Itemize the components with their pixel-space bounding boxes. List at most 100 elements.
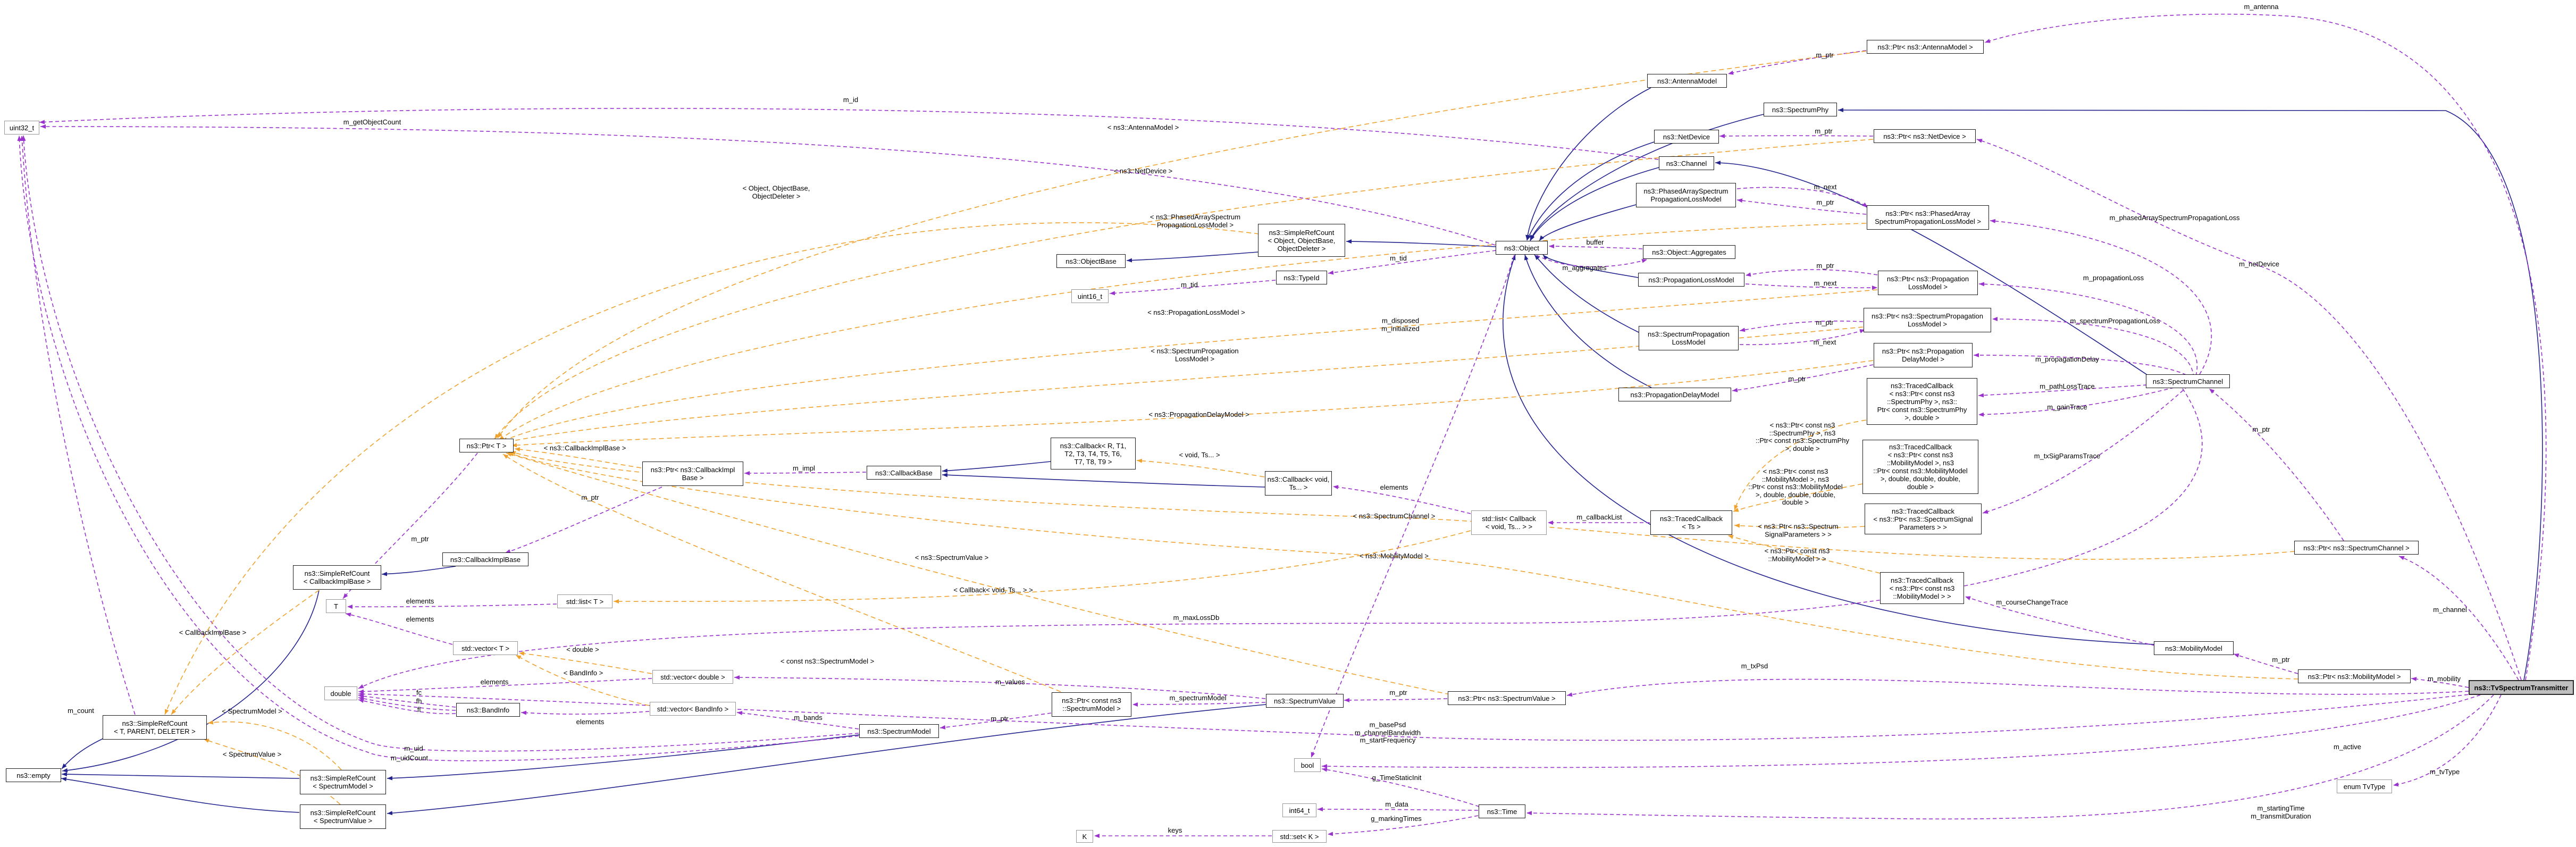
node-mobility-model[interactable]: ns3::MobilityModel: [2154, 641, 2234, 655]
node-src-spectrum-value[interactable]: ns3::SimpleRefCount < SpectrumValue >: [300, 804, 386, 829]
edge-usage-object-to-bool: [1311, 255, 1515, 758]
node-list-t[interactable]: std::list< T >: [557, 594, 612, 608]
edge-usage-spectrum-model-to-uint32-t: [17, 135, 859, 761]
node-list-callback[interactable]: std::list< Callback < void, Ts... > >: [1471, 510, 1547, 535]
edge-usage-phased-array-splm-to-ptr-phased-array-splm: [1736, 187, 1868, 208]
edge-usage-spectrum-channel-to-tc-path-loss: [1978, 384, 2187, 417]
node-callback-void[interactable]: ns3::Callback< void, Ts... >: [1265, 471, 1332, 496]
edge-usage-ptr-antenna-model-to-antenna-model: [1727, 50, 1867, 75]
edge-inherit-phased-array-splm-to-object: [1539, 204, 1637, 241]
node-ptr-mobility-model[interactable]: ns3::Ptr< ns3::MobilityModel >: [2298, 669, 2411, 683]
node-spectrum-channel[interactable]: ns3::SpectrumChannel: [2146, 374, 2230, 388]
node-tv-type[interactable]: enum TvType: [2337, 779, 2392, 793]
edge-inherit-propagation-loss-model-to-object: [1542, 254, 1639, 278]
edge-template-callback-void-to-callback-r: [1136, 458, 1265, 477]
node-src-spectrum-model[interactable]: ns3::SimpleRefCount < SpectrumModel >: [300, 770, 386, 794]
node-ns3-empty[interactable]: ns3::empty: [6, 768, 61, 782]
node-ptr-net-device[interactable]: ns3::Ptr< ns3::NetDevice >: [1874, 129, 1976, 143]
edge-template-src-callback-impl-base-to-src-generic: [171, 590, 320, 715]
node-spectrum-propagation-loss-model[interactable]: ns3::SpectrumPropagation LossModel: [1639, 326, 1739, 350]
node-propagation-delay-model[interactable]: ns3::PropagationDelayModel: [1618, 388, 1731, 401]
node-net-device[interactable]: ns3::NetDevice: [1654, 130, 1719, 144]
node-ptr-phased-array-splm[interactable]: ns3::Ptr< ns3::PhasedArray SpectrumPropa…: [1867, 205, 1989, 230]
node-vector-band-info[interactable]: std::vector< BandInfo >: [650, 702, 736, 716]
node-int64-t[interactable]: int64_t: [1282, 803, 1316, 817]
node-aggregates[interactable]: ns3::Object::Aggregates: [1643, 245, 1735, 259]
edge-usage-time-to-bool: [1321, 767, 1480, 807]
edge-template-ptr-net-device-to-ptr-t: [494, 139, 1874, 440]
edge-template-ptr-spectrum-value-to-ptr-t: [506, 452, 1450, 695]
edge-inherit-propagation-delay-model-to-object: [1524, 254, 1652, 388]
node-ptr-propagation-delay-model[interactable]: ns3::Ptr< ns3::Propagation DelayModel >: [1874, 343, 1973, 367]
node-src-callback-impl-base[interactable]: ns3::SimpleRefCount < CallbackImplBase >: [293, 565, 381, 590]
node-set-k[interactable]: std::set< K >: [1272, 830, 1327, 843]
node-tc-path-loss[interactable]: ns3::TracedCallback < ns3::Ptr< const ns…: [1867, 378, 1977, 425]
node-uint16-t[interactable]: uint16_t: [1071, 289, 1109, 303]
edge-usage-vector-band-info-to-band-info: [521, 710, 650, 715]
node-type-id[interactable]: ns3::TypeId: [1276, 271, 1327, 284]
edge-inherit-callback-void-to-callback-base: [942, 473, 1265, 488]
edge-usage-callback-base-to-ptr-callback-impl-base: [744, 471, 867, 475]
node-traced-callback-ts[interactable]: ns3::TracedCallback < Ts >: [1650, 510, 1732, 535]
edge-usage-spectrum-propagation-loss-model-to-ptr-spectrum-propagation-loss-model: [1739, 329, 1866, 345]
node-spectrum-model[interactable]: ns3::SpectrumModel: [859, 724, 939, 738]
edge-template-src-spectrum-model-to-src-generic: [207, 720, 342, 770]
edge-template-ptr-propagation-delay-model-to-ptr-t: [511, 360, 1874, 448]
edge-usage-mobility-model-to-tc-course-change: [1965, 596, 2155, 646]
edge-usage-object-to-uint32-t: [40, 124, 1496, 246]
node-channel[interactable]: ns3::Channel: [1659, 156, 1714, 170]
node-src-object[interactable]: ns3::SimpleRefCount < Object, ObjectBase…: [1258, 224, 1345, 257]
node-t-param[interactable]: T: [326, 599, 346, 613]
edge-usage-spectrum-channel-to-tc-sig-params: [1982, 385, 2188, 514]
edge-usage-ptr-mobility-model-to-mobility-model: [2233, 653, 2298, 674]
node-vector-double[interactable]: std::vector< double >: [652, 670, 733, 684]
node-callback-base[interactable]: ns3::CallbackBase: [867, 466, 941, 480]
node-vector-t[interactable]: std::vector< T >: [453, 641, 518, 655]
node-callback-impl-base[interactable]: ns3::CallbackImplBase: [442, 552, 528, 566]
node-tv-spectrum-transmitter[interactable]: ns3::TvSpectrumTransmitter: [2469, 680, 2574, 695]
edge-usage-vector-t-to-t-param: [345, 613, 453, 645]
edge-usage-list-t-to-t-param: [347, 603, 557, 609]
node-ptr-spectrum-value[interactable]: ns3::Ptr< ns3::SpectrumValue >: [1448, 691, 1566, 705]
node-ptr-propagation-loss-model[interactable]: ns3::Ptr< ns3::Propagation LossModel >: [1878, 271, 1978, 295]
edge-usage-spectrum-model-to-uint32-t: [21, 135, 859, 752]
node-antenna-model[interactable]: ns3::AntennaModel: [1647, 74, 1727, 88]
edge-usage-tv-spectrum-transmitter-to-ptr-net-device: [1976, 139, 2522, 681]
node-src-generic[interactable]: ns3::SimpleRefCount < T, PARENT, DELETER…: [103, 715, 207, 740]
node-double[interactable]: double: [324, 686, 357, 700]
node-band-info[interactable]: ns3::BandInfo: [456, 703, 520, 717]
node-tc-course-change[interactable]: ns3::TracedCallback < ns3::Ptr< const ns…: [1880, 572, 1964, 604]
node-object[interactable]: ns3::Object: [1496, 241, 1548, 255]
edge-usage-tv-spectrum-transmitter-to-ptr-spectrum-value: [1566, 678, 2469, 697]
node-ptr-const-spectrum-model[interactable]: ns3::Ptr< const ns3 ::SpectrumModel >: [1052, 692, 1131, 717]
node-ptr-t[interactable]: ns3::Ptr< T >: [459, 439, 514, 452]
edge-usage-object-to-aggregates: [1536, 255, 1648, 267]
node-spectrum-phy[interactable]: ns3::SpectrumPhy: [1764, 103, 1837, 116]
node-ptr-callback-impl-base[interactable]: ns3::Ptr< ns3::CallbackImpl Base >: [642, 462, 743, 486]
node-ptr-spectrum-propagation-loss-model[interactable]: ns3::Ptr< ns3::SpectrumPropagation LossM…: [1864, 308, 1991, 332]
edge-template-ptr-spectrum-propagation-loss-model-to-ptr-t: [505, 326, 1864, 443]
node-tc-sig-params[interactable]: ns3::TracedCallback < ns3::Ptr< ns3::Spe…: [1865, 504, 1982, 534]
node-k-param[interactable]: K: [1076, 830, 1093, 843]
node-phased-array-splm[interactable]: ns3::PhasedArraySpectrum PropagationLoss…: [1636, 183, 1736, 207]
node-propagation-loss-model[interactable]: ns3::PropagationLossModel: [1638, 273, 1744, 287]
node-bool[interactable]: bool: [1294, 758, 1321, 772]
node-spectrum-value[interactable]: ns3::SpectrumValue: [1266, 694, 1344, 708]
edge-inherit-src-spectrum-value-to-ns3-empty: [61, 777, 300, 813]
edge-template-vector-double-to-vector-t: [518, 651, 652, 674]
node-object-base[interactable]: ns3::ObjectBase: [1056, 254, 1126, 268]
node-time[interactable]: ns3::Time: [1479, 804, 1525, 818]
edge-usage-tv-spectrum-transmitter-to-time: [1526, 694, 2494, 820]
edge-usage-tv-spectrum-transmitter-to-tv-type: [2393, 694, 2502, 787]
edge-usage-channel-to-uint32-t: [39, 108, 1659, 160]
edge-usage-spectrum-channel-to-double: [358, 388, 2203, 689]
node-callback-r[interactable]: ns3::Callback< R, T1, T2, T3, T4, T5, T6…: [1051, 438, 1136, 469]
edge-usage-band-info-to-double: [358, 699, 456, 715]
node-ptr-spectrum-channel[interactable]: ns3::Ptr< ns3::SpectrumChannel >: [2294, 541, 2419, 555]
node-uint32-t[interactable]: uint32_t: [4, 121, 39, 135]
edge-template-vector-band-info-to-vector-t: [515, 655, 650, 706]
node-tc-mobility[interactable]: ns3::TracedCallback < ns3::Ptr< const ns…: [1862, 440, 1978, 494]
edge-usage-tv-spectrum-transmitter-to-bool: [1321, 694, 2481, 769]
node-ptr-antenna-model[interactable]: ns3::Ptr< ns3::AntennaModel >: [1867, 40, 1984, 54]
